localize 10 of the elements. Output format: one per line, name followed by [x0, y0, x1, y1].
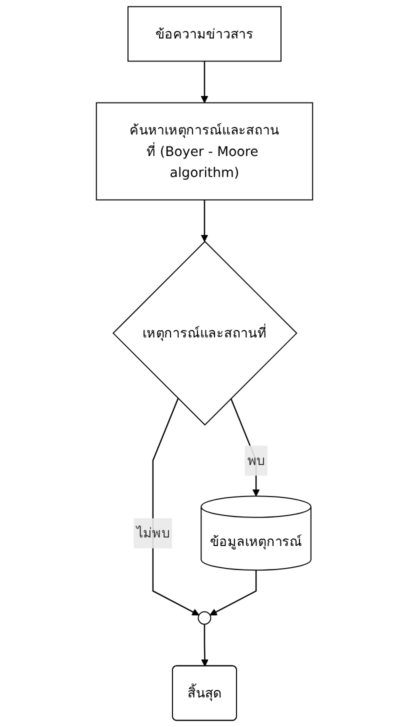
node-box: ค้นหาเหตุการณ์และสถานที่ (Boyer - Moore algorithm)	[96, 102, 314, 200]
arrow	[200, 61, 208, 104]
node-circle	[198, 611, 212, 625]
node-box: ข้อความข่าวสาร	[128, 6, 282, 62]
edge-label: พบ	[247, 452, 265, 468]
arrow	[210, 570, 257, 616]
node-diamond: เหตุการณ์และสถานที่	[112, 240, 298, 426]
arrow	[201, 624, 208, 667]
edge-label: ไม่พบ	[136, 524, 170, 541]
arrow	[200, 200, 208, 242]
